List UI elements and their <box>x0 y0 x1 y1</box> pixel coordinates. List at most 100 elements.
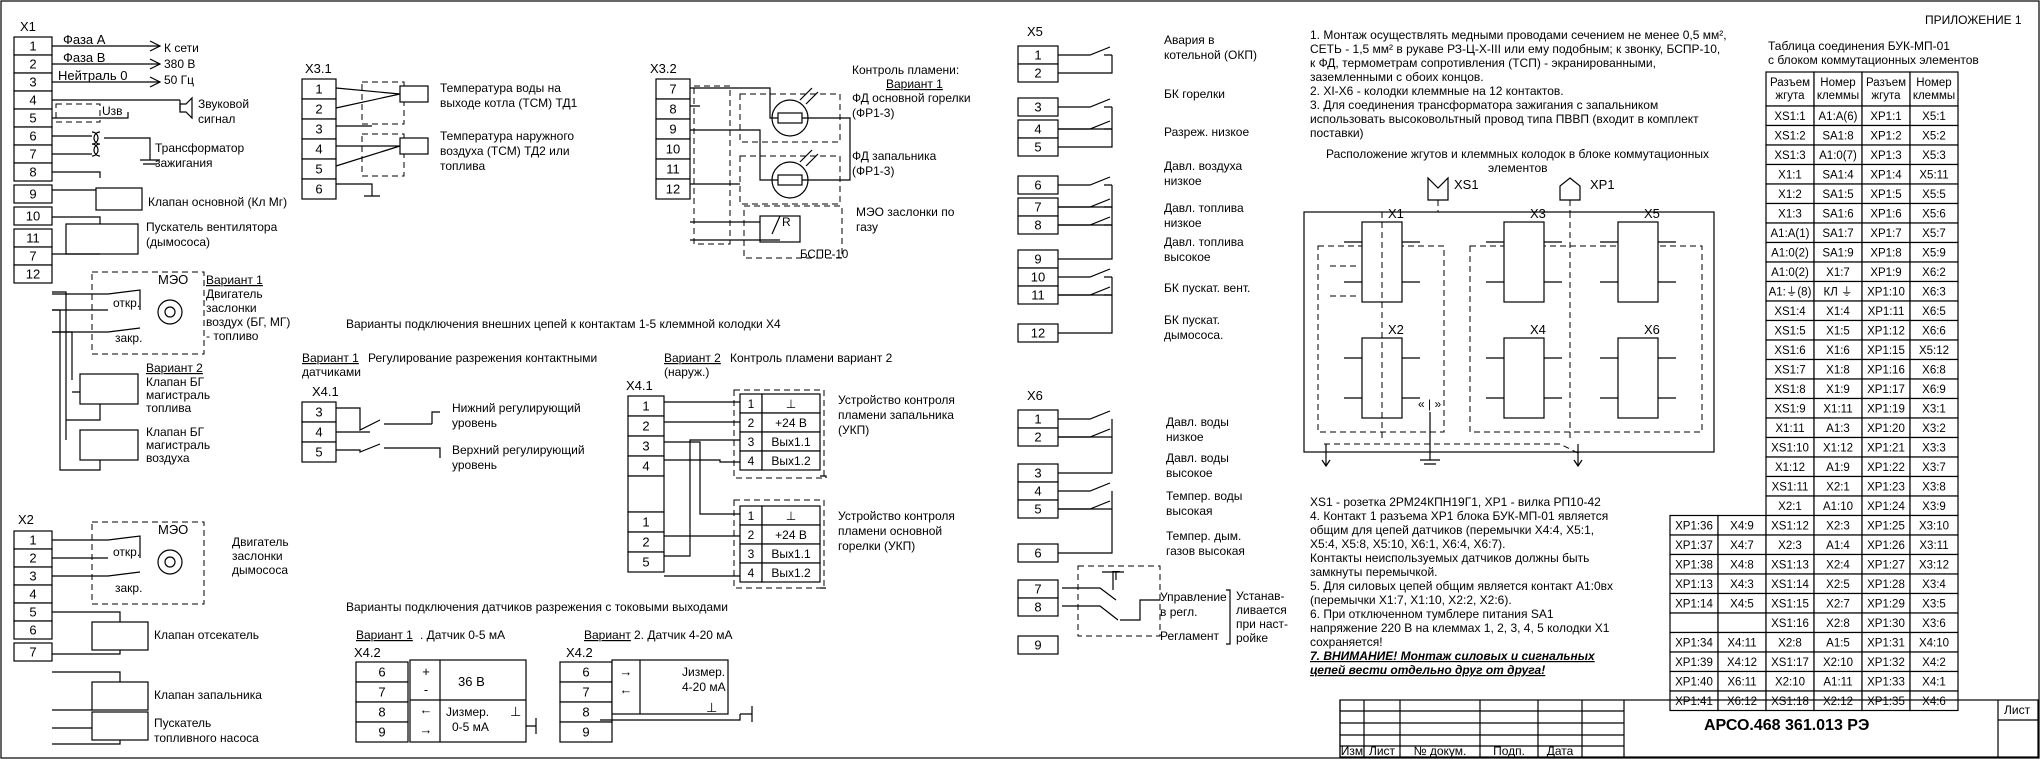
note1-l2: СЕТЬ - 1,5 мм² в рукаве РЗ-Ц-Х-III или е… <box>1310 42 1720 56</box>
x1-fan-l2: (дымососа) <box>146 235 210 249</box>
note4-l3: X5:4, X5:8, X5:10, X6:1, X6:4, X6:7). <box>1310 537 1505 551</box>
table-cell-text: X5:6 <box>1922 209 1946 221</box>
table-cell-text: XP1:19 <box>1867 404 1905 416</box>
x6-t: T <box>1112 568 1120 583</box>
table-cell-text: XS1:3 <box>1774 150 1805 162</box>
stamp-sheet-label: Лист <box>2004 703 2031 717</box>
x32-meo-gas-l2: газу <box>856 220 878 234</box>
x2-pump-l2: топливного насоса <box>154 731 259 745</box>
table-cell-text: A1:⏚(8) <box>1769 286 1812 299</box>
table-cell-text: КЛ ⏚ <box>1824 286 1853 299</box>
table-header: клеммы <box>1913 90 1955 102</box>
x1-damper-l1: Двигатель <box>206 287 263 301</box>
x5-switch-7 <box>1058 268 1113 296</box>
note6-l2: напряжение 220 В на клеммах 1, 2, 3, 4, … <box>1310 621 1610 635</box>
x1-pin-label: 7 <box>29 147 36 162</box>
table-cell-text: X2:3 <box>1778 540 1802 552</box>
table-cell-text: X6:9 <box>1922 384 1946 396</box>
x5-label-1: котельной (ОКП) <box>1164 48 1257 62</box>
x5-pin-label: 1 <box>1034 48 1041 63</box>
pilot-valve-coil <box>91 681 149 711</box>
x41-desc-l1: Регулирование разрежения контактными <box>368 351 597 365</box>
x4v2-desc-l1: Контроль пламени вариант 2 <box>730 351 893 365</box>
table-cell-text: XP1:25 <box>1867 521 1905 533</box>
x4-variant2: Вариант 2 Контроль пламени вариант 2 (на… <box>626 351 955 589</box>
x32-pin-6 <box>655 178 691 200</box>
x2-damper-l2: заслонки <box>232 549 283 563</box>
x6-pin-label: 9 <box>1034 638 1041 653</box>
x1-buzzer-l2: сигнал <box>198 112 235 126</box>
x4v2top-pin-label: 1 <box>642 399 649 414</box>
x31-pin-label: 6 <box>315 182 322 197</box>
x42a-variant: Вариант 1 <box>356 628 413 642</box>
x5-pin-label: 6 <box>1034 178 1041 193</box>
layout-block-wires <box>1486 241 1562 283</box>
x42a-pin-label: 8 <box>378 705 385 720</box>
x1-pin-10 <box>13 206 53 226</box>
layout-title-l2: элементов <box>1488 161 1548 175</box>
x6-switch-1 <box>1058 410 1113 438</box>
x4v2-ukp-main-l3: горелки (УКП) <box>838 539 915 553</box>
x5-label-1: Авария в <box>1164 33 1215 47</box>
ukp-main-val: ⊥ <box>786 509 796 523</box>
table-header: клеммы <box>1817 90 1859 102</box>
table-cell-text: A1:5 <box>1826 638 1850 650</box>
x6-label-4: газов высокая <box>1166 544 1245 558</box>
x1-buzzer-l1: Звуковой <box>198 97 249 111</box>
table-cell-text: SA1:7 <box>1822 228 1853 240</box>
x41-pin-label: 3 <box>315 405 322 420</box>
table-cell-text: XP1:4 <box>1870 170 1902 182</box>
table-cell-text: XP1:20 <box>1867 423 1905 435</box>
table-cell-text: XS1:9 <box>1774 404 1805 416</box>
layout-block-wires <box>1600 357 1676 399</box>
layout-block-wires <box>1486 357 1562 399</box>
x32-pin-label: 10 <box>666 142 680 157</box>
table-cell-text: A1:3 <box>1826 423 1850 435</box>
shutoff-valve-coil <box>91 621 149 651</box>
table-cell-text: XP1:13 <box>1675 579 1713 591</box>
table-cell-text: X2:5 <box>1826 579 1850 591</box>
potentiometer-r <box>759 215 801 243</box>
table-cell-text: XP1:24 <box>1867 501 1905 513</box>
table-cell-text: XP1:37 <box>1675 540 1713 552</box>
x6-switches <box>1058 410 1113 554</box>
x42a-pin-label: 6 <box>378 665 385 680</box>
x42b-pin-label: 9 <box>582 725 589 740</box>
table-cell-text: XP1:6 <box>1870 209 1901 221</box>
table-cell-text: X6:6 <box>1922 326 1946 338</box>
table-cell-text: X4:8 <box>1730 560 1754 572</box>
x2-close: закр. <box>115 581 142 595</box>
ukp-main-pin-label: 2 <box>748 528 755 542</box>
current-sensors-title: Варианты подключения датчиков разрежения… <box>346 600 728 614</box>
x2-meo: МЭО <box>158 522 188 537</box>
x4v2bot-pin-label: 5 <box>642 555 649 570</box>
x2-open: откр. <box>113 545 140 559</box>
note2: 2. XI-X6 - колодки клеммные на 12 контак… <box>1310 84 1564 98</box>
table-grid: РазъемжгутаНомерклеммыРазъемжгутаНомеркл… <box>1669 71 1959 712</box>
table-cell-text: XP1:15 <box>1867 345 1905 357</box>
table-cell-text: X3:6 <box>1922 618 1946 630</box>
x6-label-1: низкое <box>1166 430 1204 444</box>
table-cell-text: X1:11 <box>1823 404 1852 416</box>
x2-pin-label: 5 <box>29 605 36 620</box>
x4v2-desc-l2: (наруж.) <box>664 365 709 379</box>
x31-pin-label: 2 <box>315 102 322 117</box>
layout-block-label: X3 <box>1530 206 1546 221</box>
x1-air-l1: Клапан БГ <box>146 425 205 439</box>
table-cell-text: X4:7 <box>1730 540 1754 552</box>
layout-block-wires <box>1344 241 1420 283</box>
x5-pin-label: 12 <box>1031 326 1045 341</box>
x42b-meas-l2: 4-20 мА <box>682 680 726 694</box>
stamp-col-label: Подп. <box>1493 744 1525 758</box>
ukp-main-val-cell <box>761 562 821 583</box>
x42a-mark-left: ← <box>420 702 433 717</box>
x5-pin-label: 7 <box>1034 200 1041 215</box>
note6-l3: сохраняется! <box>1310 635 1383 649</box>
x4v2top-pin-label: 2 <box>642 419 649 434</box>
table-cell-text: X5:1 <box>1922 111 1946 123</box>
x5-switch-6 <box>1058 216 1113 260</box>
table-cell-text: X4:5 <box>1730 599 1754 611</box>
table-header-cell <box>1909 71 1959 107</box>
